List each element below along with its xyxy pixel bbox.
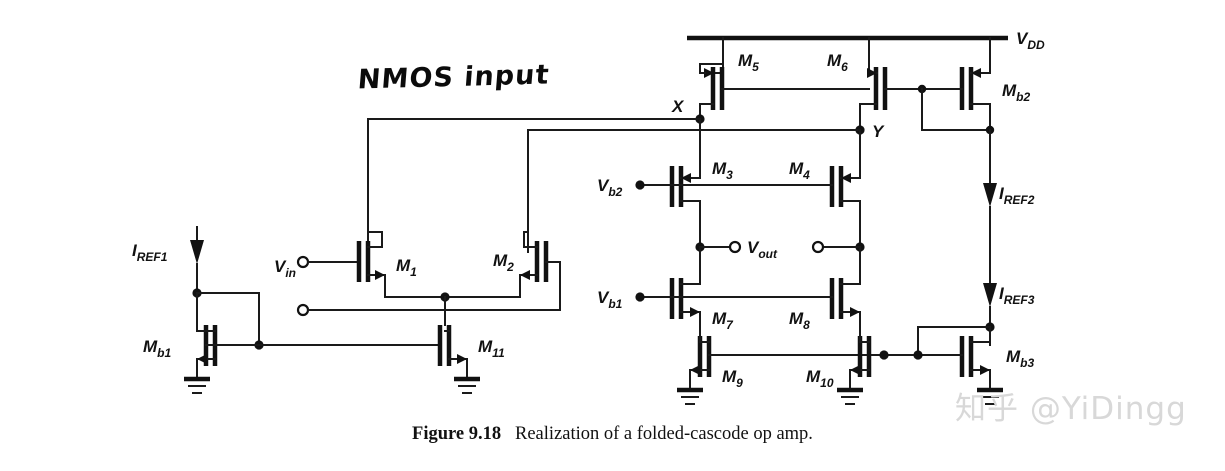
transistor-M5 — [699, 63, 870, 120]
current-source-IREF2 — [983, 167, 997, 276]
figure-caption-label: Figure 9.18 — [412, 424, 502, 444]
transistor-label-M2: M2 — [493, 251, 514, 274]
transistor-label-M1: M1 — [396, 256, 417, 279]
transistor-label-M4: M4 — [789, 159, 810, 182]
transistor-label-M7: M7 — [712, 309, 734, 332]
transistor-Mb1 — [184, 292, 441, 394]
bias-label-vb2: Vb2 — [597, 176, 623, 199]
transistor-label-Mb1: Mb1 — [143, 337, 172, 360]
watermark: 知乎 @YiDingg — [955, 391, 1187, 427]
output-node-group — [695, 240, 865, 279]
input-label-vin: Vin — [274, 257, 296, 280]
input-terminals-vin[interactable] — [296, 255, 561, 317]
transistor-M10 — [837, 311, 872, 405]
transistor-M11 — [437, 292, 480, 394]
transistor-M4 — [671, 166, 861, 248]
current-label-IREF1: IREF1 — [132, 241, 168, 264]
transistor-M6 — [859, 63, 923, 131]
current-label-IREF2: IREF2 — [999, 184, 1035, 207]
transistor-label-M10: M10 — [806, 367, 834, 390]
transistor-label-M9: M9 — [722, 367, 743, 390]
figure-caption-text: Realization of a folded-cascode op amp. — [515, 424, 813, 444]
transistor-label-Mb3: Mb3 — [1006, 347, 1035, 370]
bias-terminal-vb2[interactable] — [635, 180, 645, 190]
transistor-M3 — [639, 166, 701, 248]
transistor-Mb3 — [879, 326, 1003, 405]
transistor-label-Mb2: Mb2 — [1002, 81, 1031, 104]
node-label-X: X — [671, 97, 685, 116]
transistor-label-M3: M3 — [712, 159, 733, 182]
figure-caption: Figure 9.18 Realization of a folded-casc… — [0, 424, 1225, 445]
transistor-M1 — [356, 118, 446, 298]
vdd-label: VDD — [1016, 29, 1045, 52]
transistor-label-M6: M6 — [827, 51, 848, 74]
transistor-M9 — [677, 311, 885, 405]
transistor-Mb2 — [917, 63, 995, 169]
node-Y — [527, 125, 865, 253]
node-X — [367, 114, 705, 253]
transistor-M2 — [444, 129, 561, 311]
transistor-label-M11: M11 — [478, 337, 505, 360]
vdd-rail-group — [687, 35, 1008, 65]
node-label-Y: Y — [872, 122, 885, 141]
transistor-label-M8: M8 — [789, 309, 810, 332]
output-label-vout: Vout — [747, 238, 778, 261]
handwritten-annotation: NMOS input — [356, 59, 551, 96]
bias-label-vb1: Vb1 — [597, 288, 623, 311]
transistor-M8 — [671, 246, 861, 346]
current-label-IREF3: IREF3 — [999, 284, 1035, 307]
transistor-label-M5: M5 — [738, 51, 759, 74]
bias-terminal-vb1[interactable] — [635, 292, 645, 302]
